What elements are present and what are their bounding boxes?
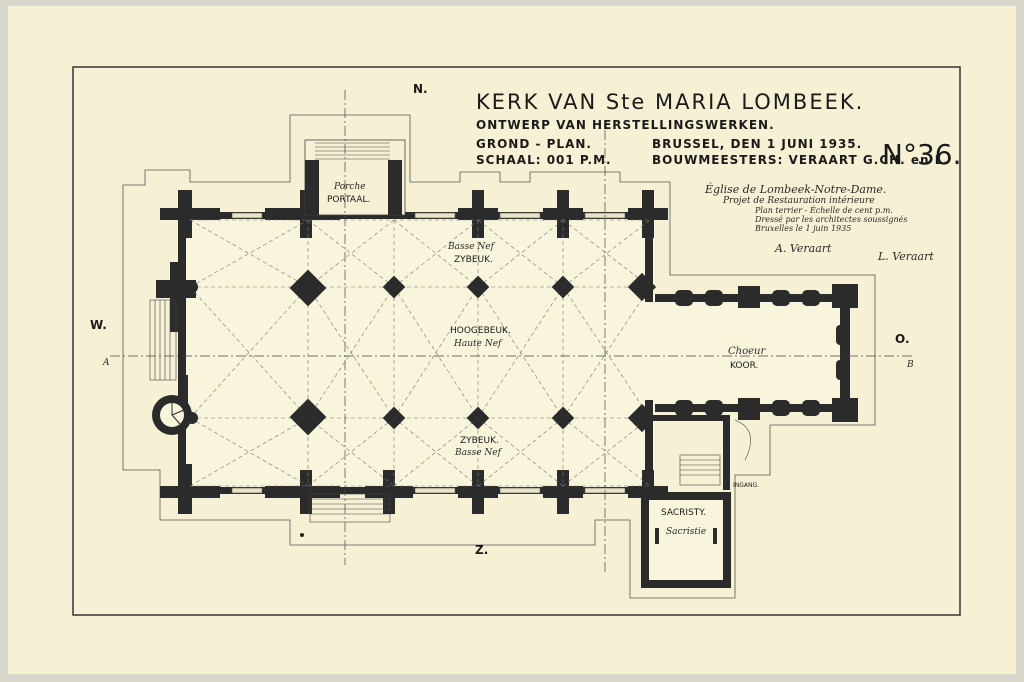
entrance-label: INGANG. <box>733 482 760 489</box>
vault-lines <box>189 219 651 487</box>
title-groundplan: GROND - PLAN. <box>476 137 592 151</box>
west-wall <box>178 212 186 494</box>
note-line: Plan terrier - Échelle de cent p.m. <box>755 206 893 215</box>
choir-arch-wall-north <box>645 212 653 302</box>
choir-label-nl: KOOR. <box>730 361 759 371</box>
sacristy <box>641 492 731 588</box>
porch-label-fr: Porche <box>334 182 366 192</box>
compass-west: W. <box>90 318 107 332</box>
north-aisle-label-fr: Basse Nef <box>448 242 494 252</box>
section-mark-b: B <box>907 360 914 370</box>
porch-label-nl: PORTAAL. <box>327 195 371 205</box>
title-line1: ONTWERP VAN HERSTELLINGSWERKEN. <box>476 118 775 132</box>
south-aisle-label-nl: ZYBEUK. <box>460 436 499 446</box>
south-aisle-label-fr: Basse Nef <box>455 448 501 458</box>
marker-dot <box>300 533 304 537</box>
compass-north: N. <box>413 82 428 96</box>
drawing-frame <box>72 66 961 616</box>
note-line: Dressé par les architectes soussignés <box>755 215 908 224</box>
signature-l: L. Veraart <box>878 250 934 263</box>
title-architects: BOUWMEESTERS: VERAART G.CH. en L. <box>652 153 949 167</box>
nave-label-nl: HOOGEBEUK. <box>450 326 511 336</box>
choir-label-fr: Choeur <box>728 346 766 357</box>
sacristy-label-fr: Sacristie <box>666 527 707 537</box>
nave-piers <box>186 269 657 436</box>
note-line: Projet de Restauration intérieure <box>723 196 875 206</box>
note-line: Église de Lombeek-Notre-Dame. <box>705 183 887 196</box>
vestibule-wall <box>653 415 727 421</box>
porch <box>304 139 406 216</box>
porch-steps <box>315 142 390 160</box>
section-axes <box>110 90 915 575</box>
site-outline <box>122 114 876 599</box>
signature-a: A. Veraart <box>775 242 832 255</box>
choir-arch-wall-south <box>645 400 653 494</box>
south-steps <box>309 493 391 523</box>
north-aisle-label-nl: ZYBEUK. <box>454 255 493 265</box>
french-note: Église de Lombeek-Notre-Dame. Projet de … <box>705 183 945 233</box>
stair-turret <box>152 395 192 435</box>
section-mark-a: A <box>103 358 110 368</box>
title-date: BRUSSEL, DEN 1 JUNI 1935. <box>652 137 863 151</box>
drawing-number: N°36. <box>882 138 962 171</box>
title-main: KERK VAN Ste MARIA LOMBEEK. <box>476 90 865 114</box>
side-stair <box>679 419 751 486</box>
title-scale: SCHAAL: 001 P.M. <box>476 153 612 167</box>
west-steps <box>149 299 177 381</box>
sacristy-label-nl: SACRISTY. <box>661 508 706 518</box>
compass-south: Z. <box>475 543 489 557</box>
nave-interior <box>185 215 655 490</box>
sacristy-east-wall <box>723 415 730 490</box>
nave-label-fr: Haute Nef <box>454 339 502 349</box>
choir <box>655 284 858 422</box>
note-line: Bruxelles le 1 juin 1935 <box>755 224 852 233</box>
compass-east: O. <box>895 332 910 346</box>
